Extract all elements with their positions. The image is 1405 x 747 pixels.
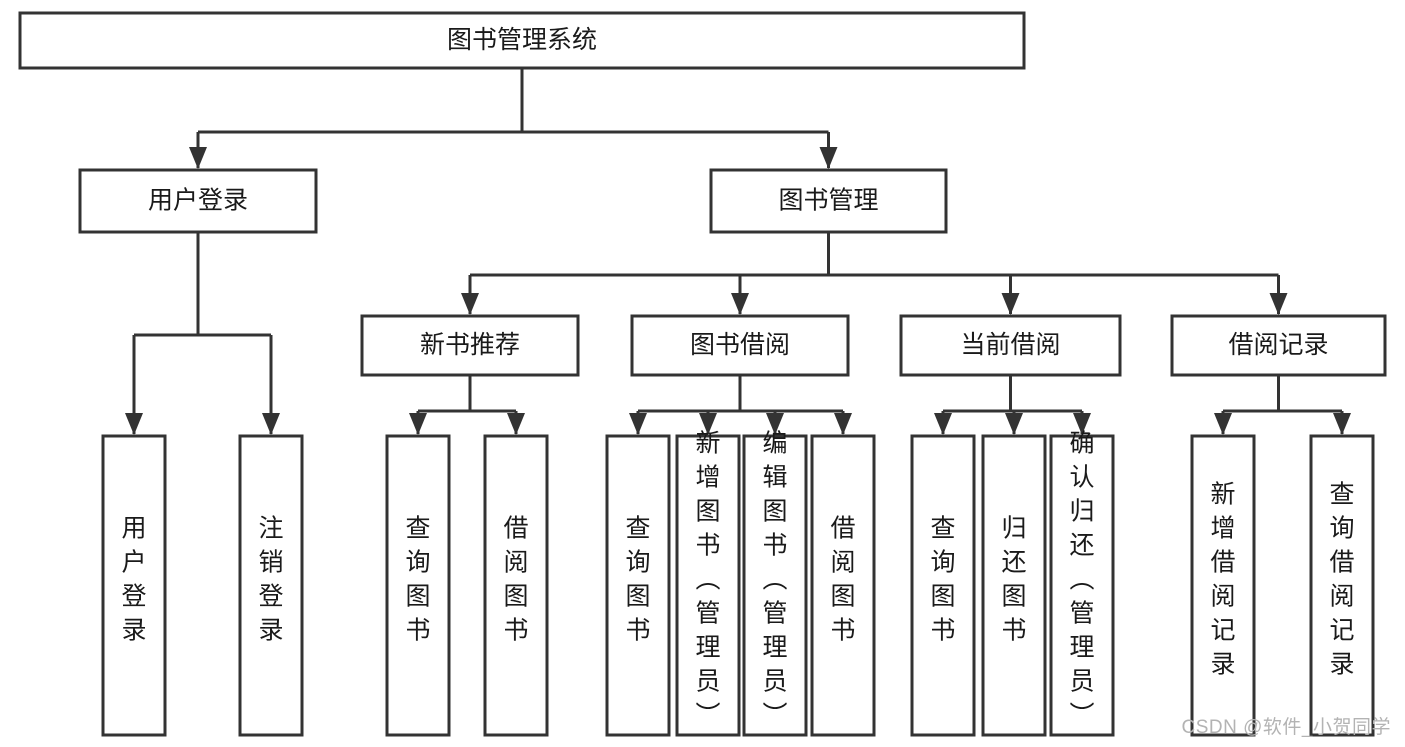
node-box xyxy=(1309,434,1375,737)
arrow-head-icon xyxy=(461,293,479,315)
node-box xyxy=(1170,314,1387,377)
node-label: 用户登录 xyxy=(148,187,248,215)
node-label: 借阅记录 xyxy=(1228,331,1328,359)
node-new-book-recommend[interactable]: 新书推荐 xyxy=(360,314,580,377)
node-current-return-book[interactable]: 归还图书 xyxy=(981,434,1047,737)
node-label: 确认归还︵管理员︶ xyxy=(1069,430,1094,730)
arrow-head-icon xyxy=(766,413,784,435)
node-box xyxy=(238,434,304,737)
node-label: 查询借阅记录 xyxy=(1329,481,1354,679)
node-box xyxy=(899,314,1122,377)
node-current-borrow[interactable]: 当前借阅 xyxy=(899,314,1122,377)
node-book-management[interactable]: 图书管理 xyxy=(709,168,948,234)
node-box xyxy=(605,434,671,737)
node-borrow-records[interactable]: 借阅记录 xyxy=(1170,314,1387,377)
node-box xyxy=(78,168,318,234)
arrow-head-icon xyxy=(1333,413,1351,435)
node-label: 新增图书︵管理员︶ xyxy=(695,430,720,730)
node-box xyxy=(360,314,580,377)
node-label: 新增借阅记录 xyxy=(1210,481,1235,679)
arrow-head-icon xyxy=(1214,413,1232,435)
arrow-head-icon xyxy=(262,413,280,435)
node-user-login-login[interactable]: 用户登录 xyxy=(101,434,167,737)
arrow-head-icon xyxy=(834,413,852,435)
node-box xyxy=(910,434,976,737)
arrow-head-icon xyxy=(731,293,749,315)
node-label: 查询图书 xyxy=(930,515,955,645)
arrow-head-icon xyxy=(934,413,952,435)
node-box xyxy=(483,434,549,737)
watermark-label: CSDN @软件_小贺同学 xyxy=(1181,717,1391,738)
arrow-head-icon xyxy=(1269,293,1288,315)
node-label: 查询图书 xyxy=(625,515,650,645)
node-book-borrow[interactable]: 图书借阅 xyxy=(630,314,850,377)
arrow-head-icon xyxy=(699,413,717,435)
node-label: 查询图书 xyxy=(405,515,430,645)
connector-layer xyxy=(125,68,1351,435)
arrow-head-icon xyxy=(125,413,143,435)
node-current-query-book[interactable]: 查询图书 xyxy=(910,434,976,737)
node-recommend-query-book[interactable]: 查询图书 xyxy=(385,434,451,737)
arrow-head-icon xyxy=(189,147,207,169)
node-root[interactable]: 图书管理系统 xyxy=(18,11,1026,70)
node-box xyxy=(981,434,1047,737)
node-borrow-query-book[interactable]: 查询图书 xyxy=(605,434,671,737)
node-label: 注销登录 xyxy=(258,515,283,645)
node-records-query-record[interactable]: 查询借阅记录 xyxy=(1309,434,1375,737)
node-label: 当前借阅 xyxy=(960,331,1060,359)
node-borrow-add-book[interactable]: 新增图书︵管理员︶ xyxy=(675,430,741,737)
node-layer: 图书管理系统用户登录图书管理用户登录注销登录新书推荐图书借阅当前借阅借阅记录查询… xyxy=(18,11,1387,737)
node-current-confirm-return[interactable]: 确认归还︵管理员︶ xyxy=(1049,430,1115,737)
arrow-head-icon xyxy=(1001,293,1020,315)
arrow-head-icon xyxy=(1005,413,1023,435)
node-borrow-edit-book[interactable]: 编辑图书︵管理员︶ xyxy=(742,430,808,737)
arrow-head-icon xyxy=(819,147,838,169)
node-box xyxy=(1190,434,1256,737)
node-box xyxy=(385,434,451,737)
node-box xyxy=(1049,434,1115,737)
node-box xyxy=(810,434,876,737)
arrow-head-icon xyxy=(409,413,427,435)
node-label: 图书管理 xyxy=(778,187,878,215)
node-user-login[interactable]: 用户登录 xyxy=(78,168,318,234)
arrow-head-icon xyxy=(629,413,647,435)
node-label: 借阅图书 xyxy=(830,515,855,645)
node-box xyxy=(675,434,741,737)
node-box xyxy=(18,11,1026,70)
node-label: 编辑图书︵管理员︶ xyxy=(762,430,787,730)
arrow-head-icon xyxy=(1073,413,1091,435)
node-box xyxy=(709,168,948,234)
node-label: 图书借阅 xyxy=(690,331,790,359)
node-label: 用户登录 xyxy=(121,515,146,645)
node-box xyxy=(630,314,850,377)
node-box xyxy=(101,434,167,737)
node-recommend-borrow-book[interactable]: 借阅图书 xyxy=(483,434,549,737)
node-label: 归还图书 xyxy=(1001,515,1026,645)
node-records-add-record[interactable]: 新增借阅记录 xyxy=(1190,434,1256,737)
node-label: 新书推荐 xyxy=(420,331,520,359)
node-label: 借阅图书 xyxy=(503,515,528,645)
node-user-login-logout[interactable]: 注销登录 xyxy=(238,434,304,737)
arrow-head-icon xyxy=(507,413,525,435)
node-borrow-borrow-book[interactable]: 借阅图书 xyxy=(810,434,876,737)
node-label: 图书管理系统 xyxy=(447,26,597,54)
node-box xyxy=(742,434,808,737)
